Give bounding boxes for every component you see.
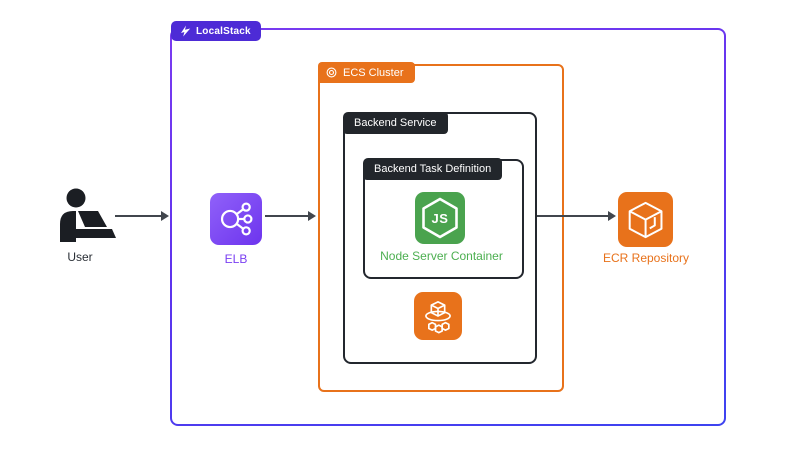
node-container-label: Node Server Container [380,249,503,263]
ecr-icon [618,192,673,247]
task-definition-badge: Backend Task Definition [363,158,503,180]
backend-service-badge: Backend Service [343,112,448,134]
nodejs-icon: JS [415,192,465,244]
localstack-label: LocalStack [196,25,251,37]
task-definition-label: Backend Task Definition [374,163,492,175]
ecs-cluster-label: ECS Cluster [343,66,404,79]
nodejs-js-text: JS [431,210,449,226]
ecs-cluster-ring-icon [326,67,337,78]
localstack-badge: LocalStack [171,21,261,41]
elb-label: ELB [224,252,248,266]
localstack-logo-icon [181,25,191,37]
backend-service-label: Backend Service [354,117,437,129]
elb-icon [210,193,262,245]
ecs-service-icon [414,292,462,340]
ecs-cluster-box [318,64,564,392]
arrow-elb-to-ecs-cluster [265,211,316,221]
user-label: User [67,250,93,264]
arrow-user-to-localstack [115,211,169,221]
arrow-service-to-ecr [535,211,616,221]
user-icon [60,188,116,242]
ecs-cluster-badge: ECS Cluster [318,62,415,83]
ecr-label: ECR Repository [602,251,690,265]
